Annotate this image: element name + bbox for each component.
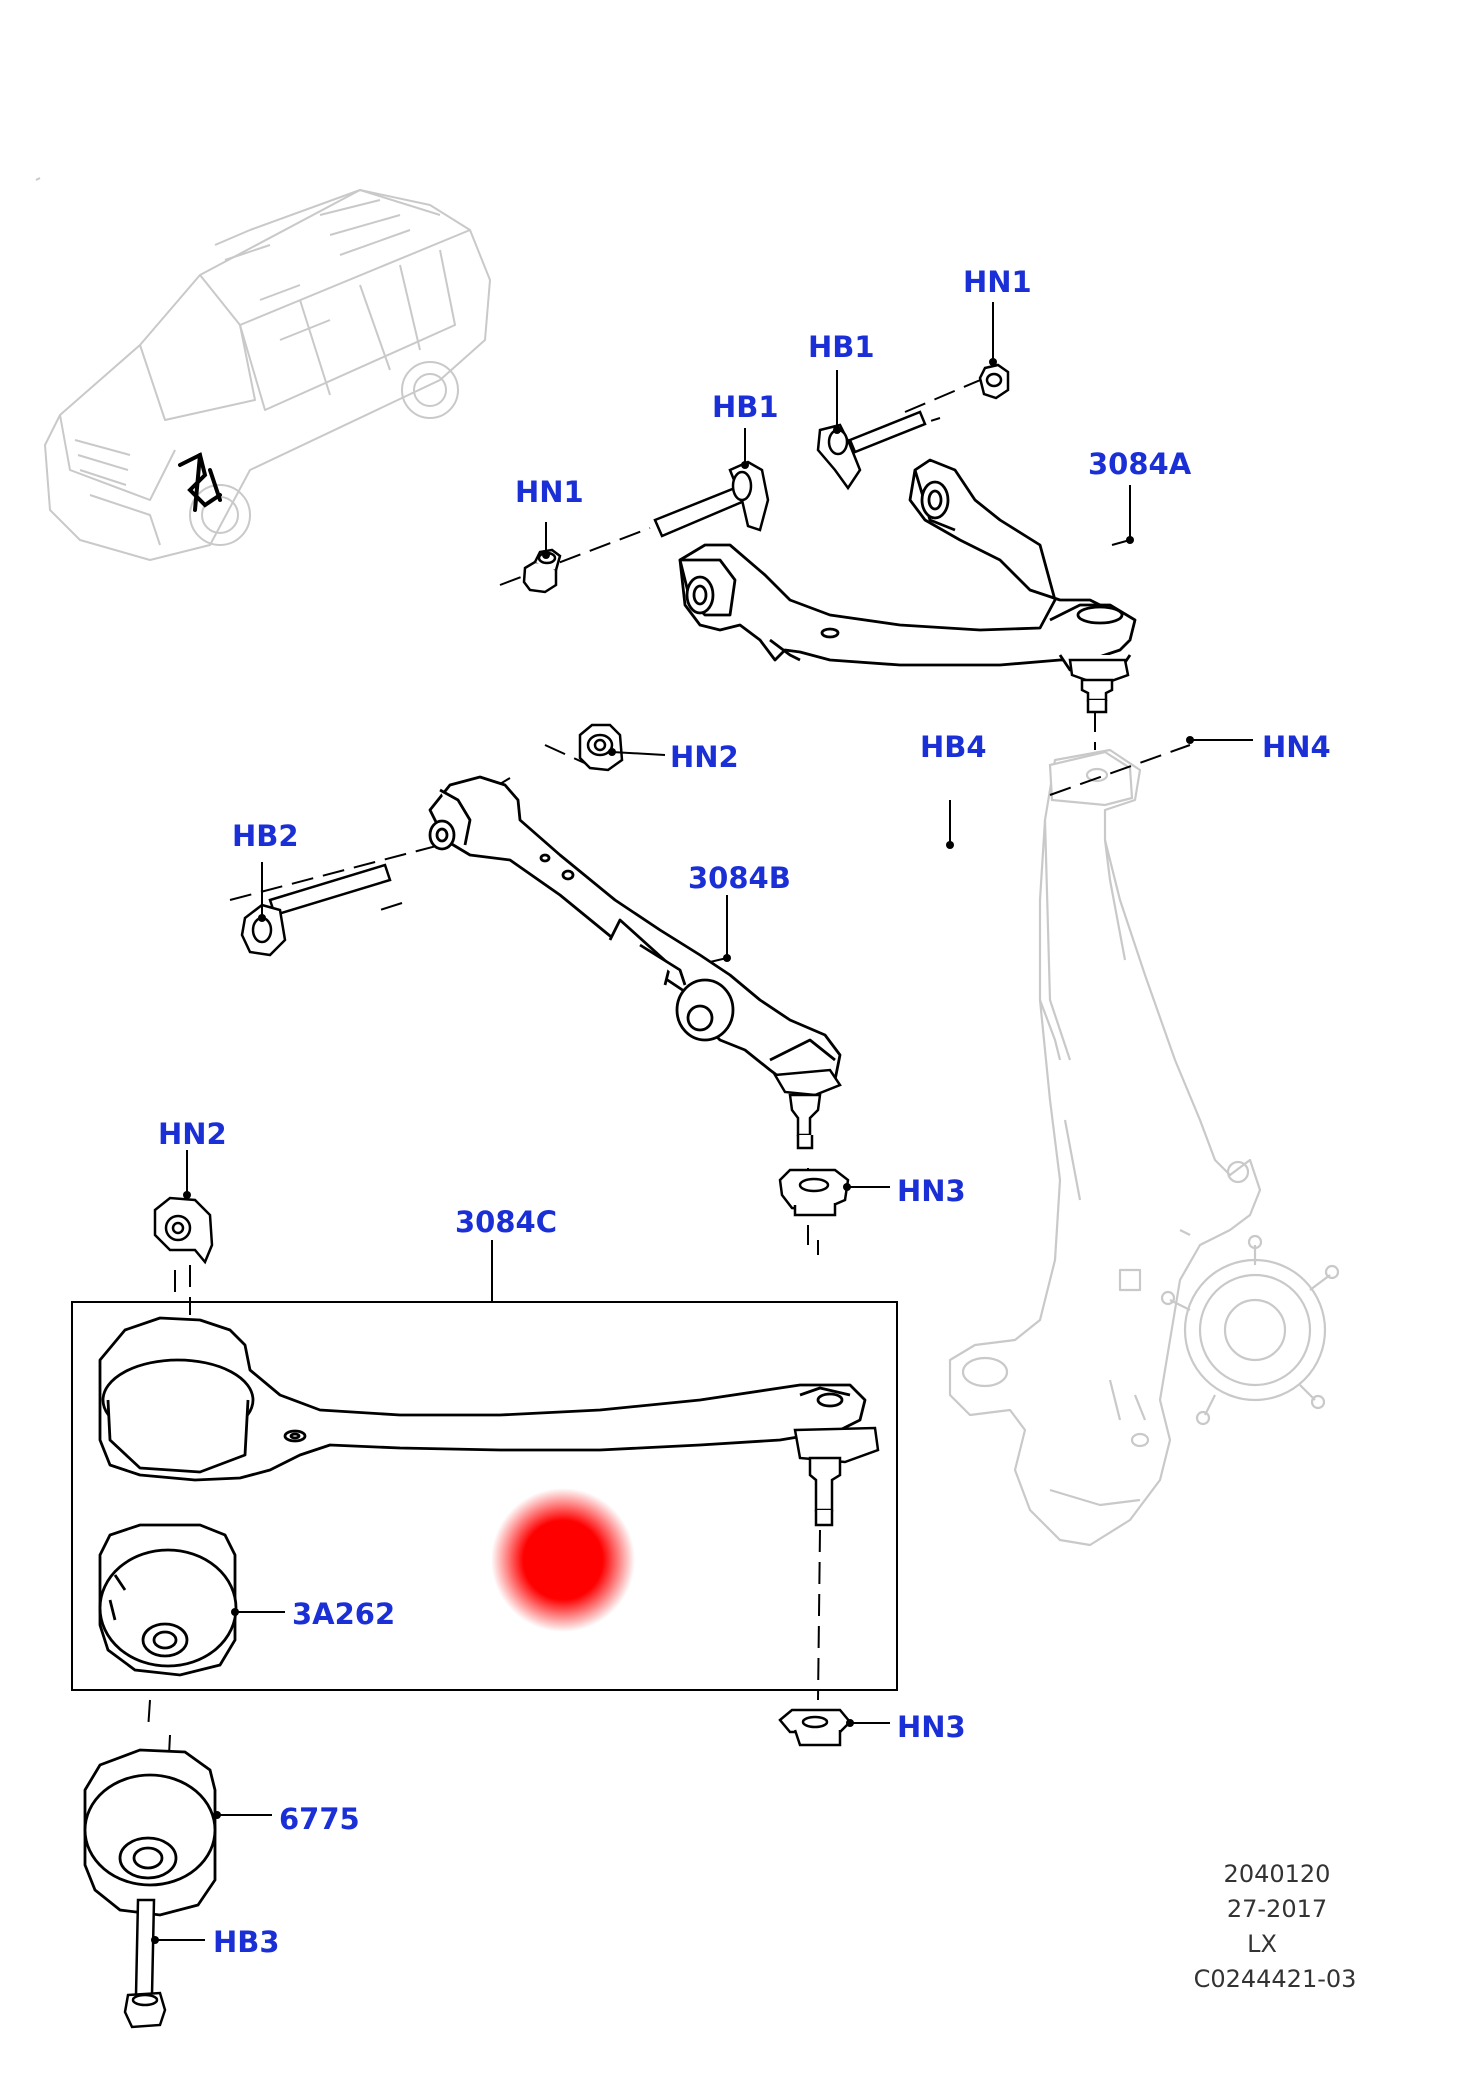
callout-hn2-upper: HN2 — [670, 740, 739, 774]
callout-hn3-lower: HN3 — [897, 1710, 966, 1744]
callout-hn1-top: HN1 — [963, 265, 1032, 299]
callout-hb1-mid: HB1 — [712, 390, 779, 424]
info-line-4: C0244421-03 — [1193, 1965, 1357, 1993]
highlight-marker — [491, 1488, 635, 1632]
knuckle-upper-boss — [1048, 750, 1134, 807]
vehicle-highlight-arm — [178, 452, 222, 512]
upper-ball-joint — [1068, 658, 1130, 714]
callout-hb2: HB2 — [232, 819, 299, 853]
hb1-bolt-front — [653, 460, 770, 538]
hn2-upper-nut — [578, 723, 624, 772]
hn1-top-nut — [978, 363, 1010, 400]
info-line-1: 2040120 — [1223, 1860, 1331, 1888]
callout-hb1-top: HB1 — [808, 330, 875, 364]
hn1-left-nut — [522, 548, 562, 594]
assembly-lines — [147, 377, 1191, 1936]
callout-hn2-lower: HN2 — [158, 1117, 227, 1151]
hn3-lower-nut — [778, 1708, 852, 1747]
callout-hn3-upper: HN3 — [897, 1174, 966, 1208]
info-line-3: LX — [1247, 1930, 1277, 1958]
callout-part-3084a: 3084A — [1088, 447, 1192, 481]
bush-6775 — [83, 1748, 217, 1917]
hb1-bolt-rear — [816, 410, 927, 491]
callout-hn1-left: HN1 — [515, 475, 584, 509]
hn3-upper-nut — [778, 1168, 850, 1217]
callout-part-6775: 6775 — [279, 1802, 360, 1836]
callout-hb3: HB3 — [213, 1925, 280, 1959]
lower-arm-3084b — [428, 775, 842, 1092]
hb2-bolt — [240, 863, 392, 957]
callout-hn4: HN4 — [1262, 730, 1331, 764]
hb3-bolt — [123, 1898, 167, 2029]
bush-3a262 — [98, 1523, 238, 1677]
callout-part-3084c: 3084C — [455, 1205, 557, 1239]
callout-leaders — [155, 302, 1253, 1941]
lower-ball-joint — [772, 1068, 842, 1150]
hn2-lower-nut — [153, 1196, 214, 1265]
vehicle-thumbnail — [35, 177, 491, 561]
steering-knuckle — [948, 748, 1340, 1547]
callout-part-3a262: 3A262 — [292, 1597, 396, 1631]
callout-hb4: HB4 — [920, 730, 987, 764]
info-line-2: 27-2017 — [1226, 1895, 1328, 1923]
callout-dots — [151, 358, 1194, 1944]
callout-part-3084b: 3084B — [688, 861, 791, 895]
lower-arm-3084c-ball-joint — [793, 1426, 880, 1527]
lower-arm-3084c — [98, 1316, 867, 1482]
part-3084c-frame — [71, 1301, 898, 1691]
